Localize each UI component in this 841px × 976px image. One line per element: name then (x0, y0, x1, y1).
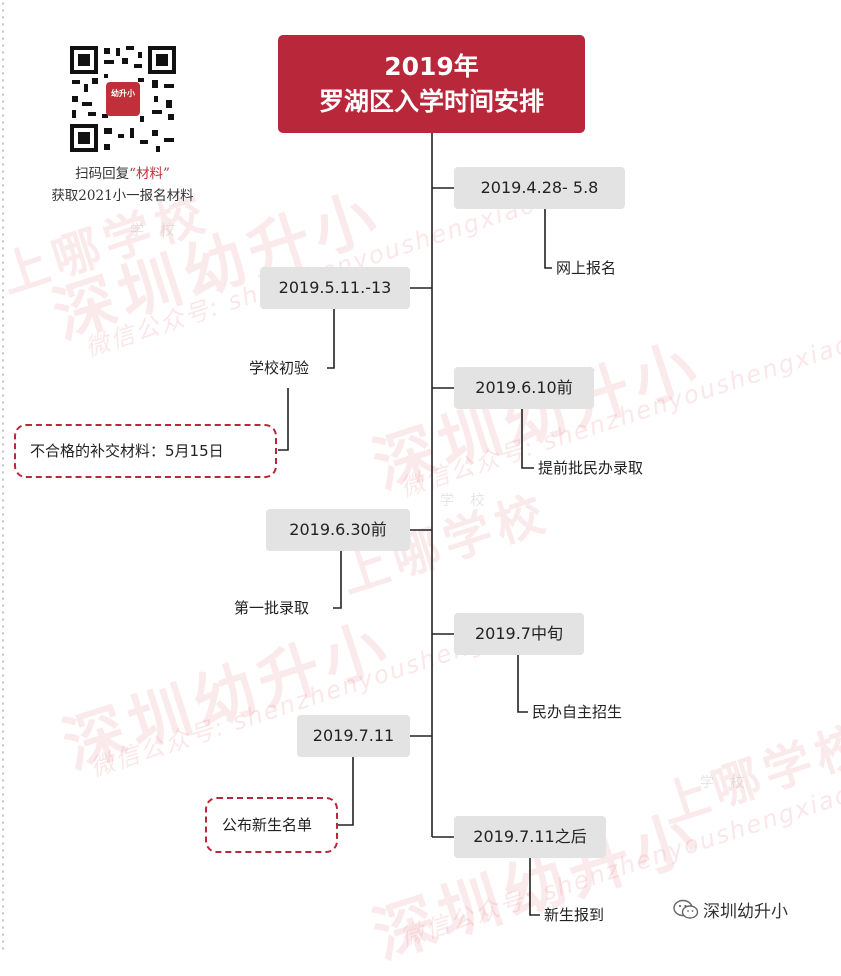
event-label: 公布新生名单 (222, 816, 313, 834)
date-node: 2019.6.10前 (454, 367, 594, 409)
event-label: 新生报到 (544, 906, 605, 924)
note-box (205, 797, 338, 853)
event-label: 第一批录取 (234, 599, 310, 617)
qr-code-image (68, 44, 178, 154)
footer-account: 深圳幼升小 (673, 897, 788, 922)
note-box (14, 424, 277, 478)
event-label: 民办自主招生 (532, 703, 623, 721)
footer-account-name: 深圳幼升小 (703, 902, 788, 922)
qr-logo-text: 幼升小 (111, 89, 135, 98)
title-main: 罗湖区入学时间安排 (318, 87, 544, 116)
date-node: 2019.6.30前 (266, 509, 410, 551)
qr-caption-line2: 获取2021小一报名材料 (51, 188, 194, 204)
qr-caption-highlight: “材料” (129, 166, 170, 182)
dotted-left-edge (0, 0, 6, 950)
date-node: 2019.7.11 (297, 715, 410, 757)
timeline-connectors (278, 133, 552, 916)
date-node: 2019.5.11.-13 (260, 267, 410, 309)
qr-caption-line1: 扫码回复“材料” (30, 162, 215, 182)
event-label: 网上报名 (556, 259, 617, 277)
diagram-title: 2019年 罗湖区入学时间安排 (278, 35, 585, 133)
date-node: 2019.4.28- 5.8 (454, 167, 625, 209)
event-label: 提前批民办录取 (538, 459, 644, 477)
title-year: 2019年 (384, 52, 479, 81)
note-label: 不合格的补交材料：5月15日 (30, 442, 224, 460)
event-label: 学校初验 (249, 359, 310, 377)
qr-caption-prefix: 扫码回复 (75, 166, 130, 182)
date-node: 2019.7中旬 (454, 613, 584, 655)
date-node: 2019.7.11之后 (454, 816, 606, 858)
wechat-icon (673, 899, 699, 919)
